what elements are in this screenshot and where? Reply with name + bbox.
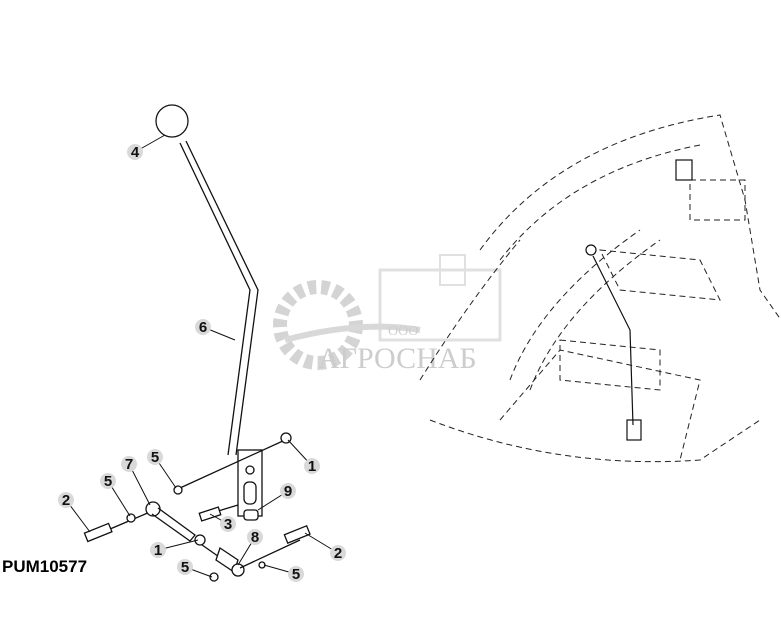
callout-bubble [121,456,137,472]
watermark-name: АГРОСНАБ [318,342,477,375]
callout-bubble [177,559,193,575]
shift-lever [83,104,311,582]
callout-bubble [147,449,163,465]
callout-number: 1 [154,542,162,559]
callout-number: 3 [224,516,232,533]
callout-number: 6 [199,319,207,336]
watermark-prefix: ООО [388,324,418,339]
callout-5: 5 [147,449,177,489]
callout-2: 2 [58,492,91,533]
callout-5: 5 [263,564,304,583]
figure-id: PUM10577 [2,557,88,576]
cab-lever [585,159,693,441]
callout-number: 5 [292,566,300,583]
callout-bubble [330,545,346,561]
callout-bubble [280,483,296,499]
callout-7: 7 [121,456,151,506]
callout-number: 5 [181,559,189,576]
callout-number: 5 [104,473,112,490]
callout-5: 5 [177,559,213,578]
callout-1: 1 [287,439,320,475]
callout-bubble [150,542,166,558]
callout-number: 7 [125,456,133,473]
callout-number: 5 [151,449,159,466]
callout-5: 5 [100,473,131,517]
callout-bubble [195,319,211,335]
callout-3: 3 [209,513,236,533]
callout-bubble [304,458,320,474]
callout-number: 9 [284,483,292,500]
callout-bubble [58,492,74,508]
callout-bubble [220,516,236,532]
callout-4: 4 [127,134,166,161]
callout-6: 6 [195,319,236,341]
callout-number: 2 [62,492,70,509]
callout-number: 2 [334,545,342,562]
callout-bubble [288,566,304,582]
callout-number: 1 [308,458,316,475]
cab-installation-view [419,114,781,463]
callout-9: 9 [257,483,296,511]
callout-bubble [247,529,263,545]
callout-8: 8 [237,529,263,566]
callout-bubble [100,473,116,489]
watermark-logo: ООО АГРОСНАБ [273,254,502,375]
callout-number: 8 [251,529,259,546]
callout-1: 1 [150,539,199,559]
callout-number: 4 [131,144,140,161]
callout-bubble [127,144,143,160]
callout-2: 2 [304,532,346,562]
